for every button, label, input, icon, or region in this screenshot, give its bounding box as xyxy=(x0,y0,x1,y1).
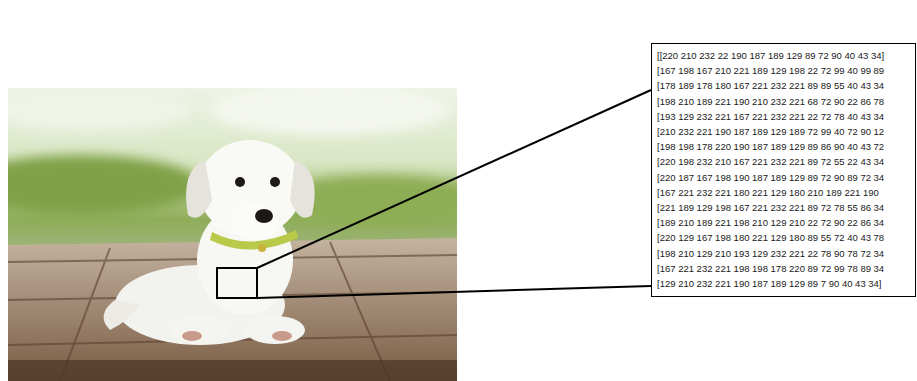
matrix-row: [210 232 221 190 187 189 129 189 72 99 4… xyxy=(657,124,910,139)
zoom-region xyxy=(217,268,257,298)
matrix-row: [[220 210 232 22 190 187 189 129 89 72 9… xyxy=(657,48,910,63)
matrix-row: [193 129 232 221 167 221 232 221 22 72 7… xyxy=(657,109,910,124)
matrix-row: [220 187 167 198 190 187 189 129 89 72 9… xyxy=(657,170,910,185)
matrix-row: [220 129 167 198 180 221 129 180 89 55 7… xyxy=(657,230,910,245)
matrix-row: [178 189 178 180 167 221 232 221 89 89 5… xyxy=(657,78,910,93)
matrix-row: [129 210 232 221 190 187 189 129 89 7 90… xyxy=(657,276,910,291)
matrix-row: [167 221 232 221 198 198 178 220 89 72 9… xyxy=(657,261,910,276)
matrix-row: [198 210 189 221 190 210 232 221 68 72 9… xyxy=(657,94,910,109)
matrix-row: [198 198 178 220 190 187 189 129 89 86 9… xyxy=(657,139,910,154)
matrix-row: [189 210 189 221 198 210 129 210 22 72 9… xyxy=(657,215,910,230)
zoom-line xyxy=(257,286,651,298)
zoom-line xyxy=(257,90,651,268)
photo xyxy=(8,88,457,381)
matrix-row: [220 198 232 210 167 221 232 221 89 72 5… xyxy=(657,154,910,169)
puppy xyxy=(104,140,315,345)
matrix-row: [167 198 167 210 221 189 129 198 22 72 9… xyxy=(657,63,910,78)
matrix-row: [167 221 232 221 180 221 129 180 210 189… xyxy=(657,185,910,200)
pixel-matrix-box: [[220 210 232 22 190 187 189 129 89 72 9… xyxy=(651,43,916,297)
matrix-row: [198 210 129 210 193 129 232 221 22 78 9… xyxy=(657,246,910,261)
matrix-row: [221 189 129 198 167 221 232 221 89 72 7… xyxy=(657,200,910,215)
